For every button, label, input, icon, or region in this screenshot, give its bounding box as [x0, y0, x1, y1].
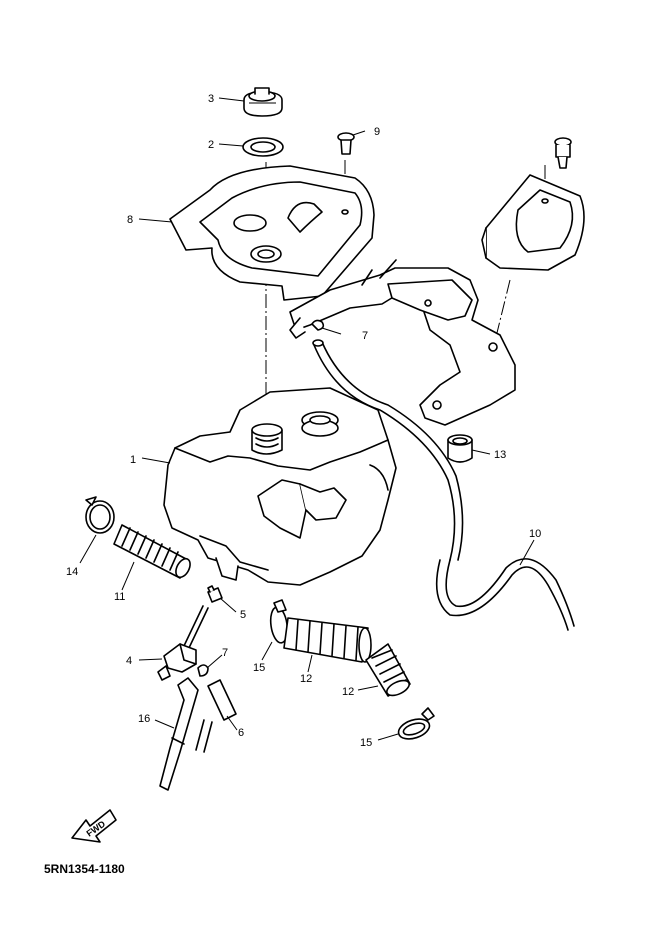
fuel-fitting — [207, 585, 223, 603]
fuel-cap — [243, 87, 283, 117]
callout-4: 4 — [126, 655, 132, 667]
callout-7-lower: 7 — [222, 647, 228, 659]
callout-3: 3 — [208, 93, 214, 105]
forward-direction-arrow: FWD — [71, 809, 117, 843]
diagram-code: 5RN1354-1180 — [44, 862, 125, 876]
callout-labels: 3 2 9 8 7 1 13 10 14 11 5 4 7 15 12 12 1… — [66, 93, 541, 749]
corrugated-hose-11 — [113, 524, 191, 579]
fuel-cock — [157, 605, 209, 681]
fuel-hose-6 — [195, 679, 237, 753]
hose-clamp-upper — [269, 599, 289, 644]
lower-hose-clip — [197, 664, 209, 677]
callout-10: 10 — [529, 528, 541, 540]
clip-rivet — [337, 132, 355, 155]
callout-leaders — [79, 97, 535, 741]
callout-16: 16 — [138, 713, 150, 725]
fuel-tank — [163, 387, 397, 586]
callout-14: 14 — [66, 566, 78, 578]
mounting-bracket-plate — [481, 137, 585, 271]
breather-hose — [312, 339, 575, 631]
callout-9: 9 — [374, 126, 380, 138]
tank-cover — [169, 165, 375, 301]
hose-clamp-left — [85, 496, 115, 534]
callout-1: 1 — [130, 454, 136, 466]
callout-15-lower: 15 — [360, 737, 372, 749]
cap-gasket — [242, 137, 284, 157]
callout-12-lower: 12 — [342, 686, 354, 698]
upper-hose-clip — [311, 319, 325, 331]
frame-bracket — [289, 259, 516, 426]
callout-11: 11 — [114, 591, 125, 603]
callout-12-upper: 12 — [300, 673, 312, 685]
callout-13: 13 — [494, 449, 506, 461]
fuel-hose-16 — [159, 677, 199, 791]
callout-15-upper: 15 — [253, 662, 265, 674]
callout-6: 6 — [238, 727, 244, 739]
corrugated-hose-12-lower — [365, 643, 411, 697]
callout-5: 5 — [240, 609, 246, 621]
corrugated-hose-12-upper — [283, 617, 372, 663]
callout-7-upper: 7 — [362, 330, 368, 342]
callout-2: 2 — [208, 139, 214, 151]
hose-clamp-lower — [397, 707, 435, 740]
callout-8: 8 — [127, 214, 133, 226]
grommet — [447, 434, 473, 463]
